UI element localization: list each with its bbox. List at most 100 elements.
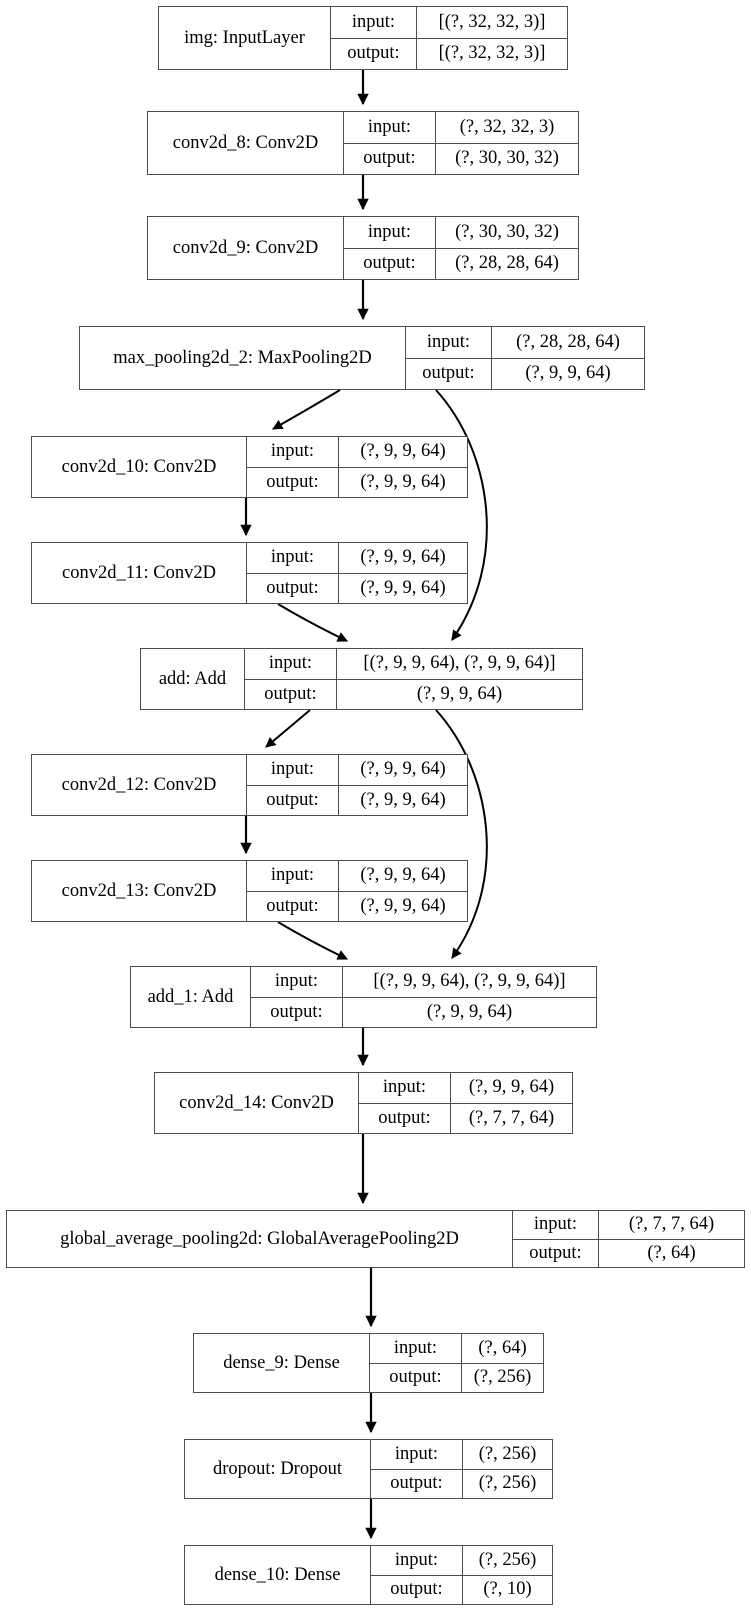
layer-output-label-conv2d_8: output: bbox=[344, 143, 436, 174]
layer-name-conv2d_12: conv2d_12: Conv2D bbox=[32, 755, 247, 815]
layer-io-table-img: input: [(?, 32, 32, 3)]output: [(?, 32, 32… bbox=[331, 7, 567, 69]
layer-input-label-max_pooling2d_2: input: bbox=[406, 327, 492, 358]
layer-output-label-conv2d_9: output: bbox=[344, 248, 436, 279]
layer-output-row-conv2d_9: output: (?, 28, 28, 64) bbox=[344, 248, 578, 279]
layer-input-row-conv2d_14: input:(?, 9, 9, 64) bbox=[359, 1073, 572, 1104]
layer-output-row-img: output: [(?, 32, 32, 3)] bbox=[331, 38, 567, 69]
layer-io-table-dropout: input:(?, 256)output: (?, 256) bbox=[371, 1440, 552, 1498]
layer-io-table-conv2d_14: input:(?, 9, 9, 64)output:(?, 7, 7, 64) bbox=[359, 1073, 572, 1133]
layer-output-row-add: output:(?, 9, 9, 64) bbox=[245, 679, 582, 709]
layer-input-label-conv2d_9: input: bbox=[344, 217, 436, 248]
layer-output-row-max_pooling2d_2: output: (?, 9, 9, 64) bbox=[406, 358, 644, 389]
layer-output-row-dropout: output: (?, 256) bbox=[371, 1469, 552, 1498]
layer-input-row-max_pooling2d_2: input: (?, 28, 28, 64) bbox=[406, 327, 644, 359]
layer-input-label-img: input: bbox=[331, 7, 417, 38]
layer-output-shape-conv2d_11: (?, 9, 9, 64) bbox=[360, 577, 446, 598]
layer-output-label-dropout: output: bbox=[371, 1469, 463, 1498]
layer-output-shape-dense_9: (?, 256) bbox=[473, 1367, 532, 1388]
layer-io-table-add_1: input:[(?, 9, 9, 64), (?, 9, 9, 64)]outp… bbox=[251, 967, 596, 1027]
layer-output-row-conv2d_8: output: (?, 30, 30, 32) bbox=[344, 143, 578, 174]
layer-input-shape-max_pooling2d_2: (?, 28, 28, 64) bbox=[516, 331, 620, 352]
layer-name-dense_9: dense_9: Dense bbox=[194, 1334, 370, 1392]
layer-output-label-max_pooling2d_2: output: bbox=[406, 358, 492, 389]
layer-output-row-dense_9: output: (?, 256) bbox=[370, 1363, 543, 1392]
layer-io-table-dense_9: input:(?, 64)output:(?, 256) bbox=[370, 1334, 543, 1392]
layer-output-row-dense_10: output:(?, 10) bbox=[371, 1575, 552, 1604]
layer-output-label-dense_9: output: bbox=[370, 1363, 462, 1392]
layer-output-shape-max_pooling2d_2: (?, 9, 9, 64) bbox=[525, 363, 611, 384]
layer-input-label-dense_9: input: bbox=[370, 1334, 462, 1363]
layer-input-row-global_average_pooling2d: input: (?, 7, 7, 64) bbox=[513, 1211, 744, 1240]
edge-conv2d_13-to-add_1 bbox=[277, 921, 348, 960]
layer-output-row-conv2d_13: output: (?, 9, 9, 64) bbox=[247, 891, 467, 921]
layer-output-shape-conv2d_9: (?, 28, 28, 64) bbox=[455, 253, 559, 274]
layer-io-table-global_average_pooling2d: input:(?, 7, 7, 64)output:(?, 64) bbox=[513, 1211, 744, 1267]
layer-output-shape-img: [(?, 32, 32, 3)] bbox=[438, 43, 546, 64]
layer-output-row-conv2d_12: output:(?, 9, 9, 64) bbox=[247, 785, 467, 815]
layer-output-label-add: output: bbox=[245, 679, 337, 709]
layer-output-shape-conv2d_13: (?, 9, 9, 64) bbox=[360, 895, 446, 916]
edge-conv2d_11-to-add bbox=[277, 603, 348, 642]
layer-name-add_1: add_1: Add bbox=[131, 967, 251, 1027]
layer-io-table-conv2d_11: input: (?, 9, 9, 64)output:(?, 9, 9, 64) bbox=[247, 543, 467, 603]
layer-input-shape-global_average_pooling2d: (?, 7, 7, 64) bbox=[628, 1214, 715, 1235]
layer-output-shape-dropout: (?, 256) bbox=[478, 1473, 537, 1494]
layer-name-dense_10: dense_10: Dense bbox=[185, 1546, 371, 1604]
layer-io-table-conv2d_9: input: (?, 30, 30, 32) output: (?, 28, 28, … bbox=[344, 217, 578, 279]
layer-output-shape-conv2d_8: (?, 30, 30, 32) bbox=[455, 148, 559, 169]
layer-io-table-dense_10: input: (?, 256) output:(?, 10) bbox=[371, 1546, 552, 1604]
layer-output-label-conv2d_14: output: bbox=[359, 1103, 451, 1133]
layer-io-table-max_pooling2d_2: input: (?, 28, 28, 64) output: (?, 9, 9, 64… bbox=[406, 327, 644, 389]
layer-input-shape-dropout: (?, 256) bbox=[478, 1443, 537, 1464]
layer-name-conv2d_9: conv2d_9: Conv2D bbox=[148, 217, 344, 279]
layer-output-row-conv2d_14: output:(?, 7, 7, 64) bbox=[359, 1103, 572, 1133]
layer-input-label-conv2d_8: input: bbox=[344, 112, 436, 143]
layer-name-global_average_pooling2d: global_average_pooling2d: GlobalAverageP… bbox=[7, 1211, 513, 1267]
layer-output-label-img: output: bbox=[331, 38, 417, 69]
layer-name-conv2d_13: conv2d_13: Conv2D bbox=[32, 861, 247, 921]
layer-input-row-conv2d_9: input: (?, 30, 30, 32) bbox=[344, 217, 578, 249]
layer-output-label-conv2d_13: output: bbox=[247, 891, 339, 921]
layer-input-shape-conv2d_9: (?, 30, 30, 32) bbox=[455, 221, 559, 242]
layer-output-row-conv2d_10: output:(?, 9, 9, 64) bbox=[247, 467, 467, 497]
layer-output-row-conv2d_11: output:(?, 9, 9, 64) bbox=[247, 573, 467, 603]
layer-io-table-conv2d_10: input:(?, 9, 9, 64)output:(?, 9, 9, 64) bbox=[247, 437, 467, 497]
layer-io-table-conv2d_8: input: (?, 32, 32, 3) output: (?, 30, 30, 3… bbox=[344, 112, 578, 174]
layer-input-row-conv2d_12: input:(?, 9, 9, 64) bbox=[247, 755, 467, 786]
layer-output-shape-conv2d_10: (?, 9, 9, 64) bbox=[360, 471, 446, 492]
layer-name-conv2d_10: conv2d_10: Conv2D bbox=[32, 437, 247, 497]
layer-name-conv2d_14: conv2d_14: Conv2D bbox=[155, 1073, 359, 1133]
layer-input-label-conv2d_11: input: bbox=[247, 543, 339, 573]
layer-input-label-conv2d_12: input: bbox=[247, 755, 339, 785]
layer-input-row-add_1: input:[(?, 9, 9, 64), (?, 9, 9, 64)] bbox=[251, 967, 596, 998]
layer-input-shape-conv2d_8: (?, 32, 32, 3) bbox=[459, 116, 555, 137]
layer-input-label-add_1: input: bbox=[251, 967, 343, 997]
layer-input-label-dense_10: input: bbox=[371, 1546, 463, 1575]
layer-input-label-global_average_pooling2d: input: bbox=[513, 1211, 599, 1239]
layer-input-row-dropout: input:(?, 256) bbox=[371, 1440, 552, 1470]
edge-add-to-conv2d_12 bbox=[265, 709, 311, 748]
layer-input-row-conv2d_8: input: (?, 32, 32, 3) bbox=[344, 112, 578, 144]
layer-output-label-add_1: output: bbox=[251, 997, 343, 1027]
layer-io-table-conv2d_13: input:(?, 9, 9, 64)output: (?, 9, 9, 64) bbox=[247, 861, 467, 921]
layer-io-table-add: input:[(?, 9, 9, 64), (?, 9, 9, 64)]outp… bbox=[245, 649, 582, 709]
layer-output-shape-conv2d_12: (?, 9, 9, 64) bbox=[360, 789, 446, 810]
layer-input-row-add: input:[(?, 9, 9, 64), (?, 9, 9, 64)] bbox=[245, 649, 582, 680]
layer-output-row-add_1: output:(?, 9, 9, 64) bbox=[251, 997, 596, 1027]
layer-input-label-add: input: bbox=[245, 649, 337, 679]
layer-input-shape-dense_10: (?, 256) bbox=[478, 1549, 537, 1570]
layer-input-row-conv2d_10: input:(?, 9, 9, 64) bbox=[247, 437, 467, 468]
layer-input-row-conv2d_13: input:(?, 9, 9, 64) bbox=[247, 861, 467, 892]
edge-max_pooling2d_2-to-conv2d_10 bbox=[272, 389, 341, 430]
